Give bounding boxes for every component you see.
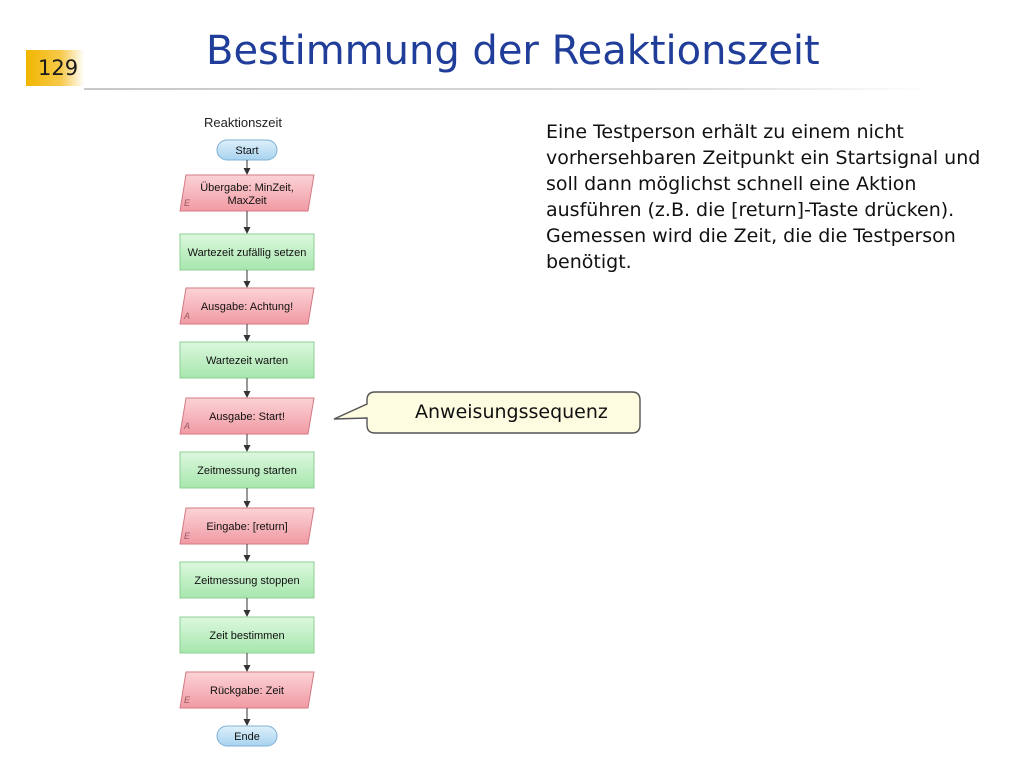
io-type-tag: A [183,421,190,431]
io-step: E Rückgabe: Zeit [179,671,315,709]
io-type-tag: E [184,531,191,541]
step-label: Zeitmessung starten [197,465,297,477]
step-label: Zeitmessung stoppen [194,575,299,587]
io-step: A Ausgabe: Achtung! [179,287,315,325]
step-label: Wartezeit warten [206,355,288,367]
end-terminal: Ende [216,725,278,747]
process-step: Zeit bestimmen [179,616,315,654]
step-label: Wartezeit zufällig setzen [188,247,307,259]
slide-title: Bestimmung der Reaktionszeit [206,28,820,74]
io-type-tag: A [183,311,190,321]
process-step: Zeitmessung stoppen [179,561,315,599]
io-type-tag: E [184,695,191,705]
description-text: Eine Testperson erhält zu einem nicht vo… [546,121,981,273]
process-step: Wartezeit warten [179,341,315,379]
step-label: Ausgabe: Start! [209,411,285,423]
title-divider [84,88,930,90]
io-step: E Übergabe: MinZeit,MaxZeit [179,174,315,212]
process-step: Zeitmessung starten [179,451,315,489]
flowchart-title: Reaktionszeit [204,115,282,130]
io-type-tag: E [184,198,191,208]
start-terminal-label: Start [235,145,258,157]
step-label: Zeit bestimmen [209,630,284,642]
callout-pointer [333,391,641,434]
slide-number: 129 [26,50,84,86]
callout-label: Anweisungssequenz [415,401,608,423]
io-step: E Eingabe: [return] [179,507,315,545]
end-terminal-label: Ende [234,731,260,743]
io-step: A Ausgabe: Start! [179,397,315,435]
step-label-line2: MaxZeit [227,195,266,207]
step-label: Rückgabe: Zeit [210,685,284,697]
start-terminal: Start [216,139,278,161]
process-step: Wartezeit zufällig setzen [179,233,315,271]
step-label: Übergabe: MinZeit, [200,182,294,194]
step-label: Eingabe: [return] [206,521,287,533]
step-label: Ausgabe: Achtung! [201,301,293,313]
